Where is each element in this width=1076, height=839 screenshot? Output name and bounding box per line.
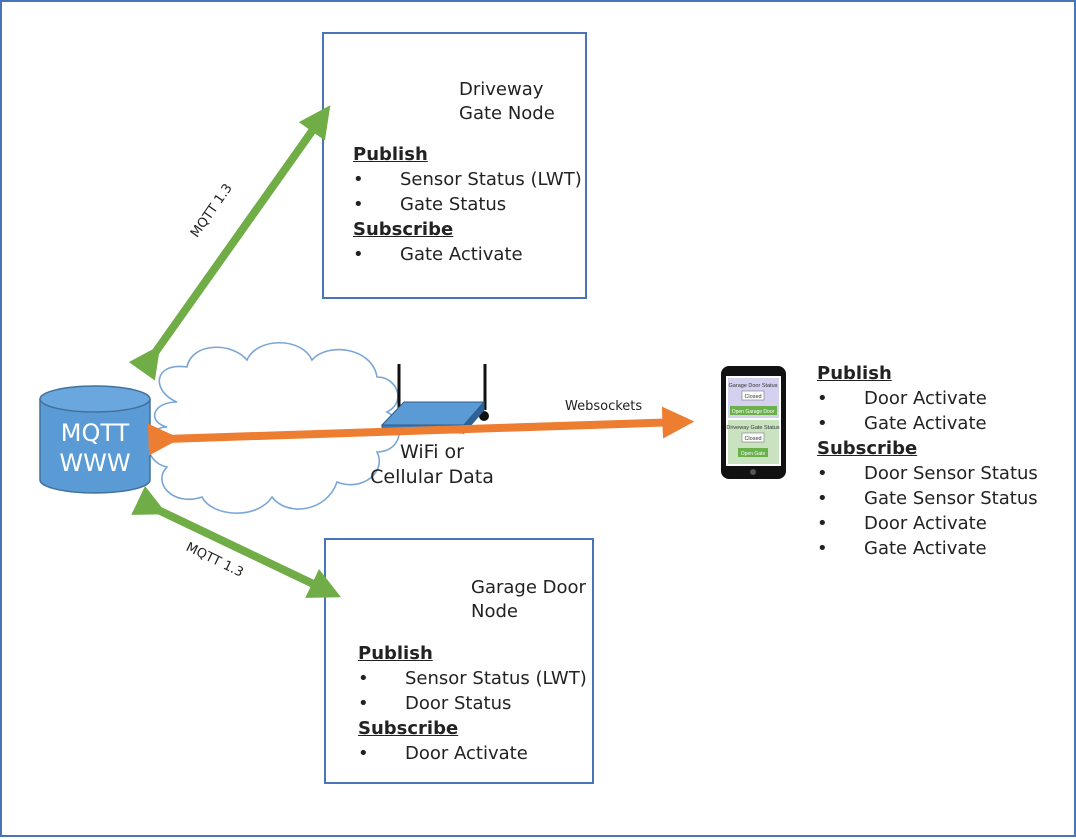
phone-open-gate-button[interactable]: Open Gate: [741, 451, 766, 457]
driveway-gate-node-box: Driveway Gate Node Publish •Sensor Statu…: [322, 32, 587, 299]
phone-subscribe-item: •Gate Activate: [817, 538, 987, 559]
websockets-arrow: [147, 406, 695, 456]
phone-subscribe-item: •Door Activate: [817, 513, 987, 534]
driveway-subscribe-heading: Subscribe: [353, 219, 454, 240]
garage-title-line2: Node: [471, 601, 518, 622]
garage-title-line1: Garage Door: [471, 577, 586, 598]
driveway-title-line2: Gate Node: [459, 103, 555, 124]
websockets-label: Websockets: [565, 399, 643, 414]
phone-gate-status-value: Closed: [744, 436, 761, 442]
phone-subscribe-heading: Subscribe: [817, 438, 918, 459]
phone-publish-item: •Gate Activate: [817, 413, 987, 434]
driveway-publish-item: •Sensor Status (LWT): [353, 169, 582, 190]
phone-icon: [721, 366, 786, 479]
driveway-title-line1: Driveway: [459, 79, 544, 100]
driveway-subscribe-item: •Gate Activate: [353, 244, 523, 265]
phone-subscribe-item: •Door Sensor Status: [817, 463, 1038, 484]
database-label-line1: MQTT: [60, 419, 130, 447]
driveway-publish-item: •Gate Status: [353, 194, 507, 215]
phone-garage-status-value: Closed: [744, 394, 761, 400]
phone-publish-item: •Door Activate: [817, 388, 987, 409]
phone-open-garage-button[interactable]: Open Garage Door: [732, 409, 775, 415]
database-label-line2: WWW: [59, 449, 131, 477]
driveway-mqtt-arrow: [128, 105, 331, 381]
garage-node-title: Garage Door Node: [471, 576, 586, 624]
garage-publish-item: •Sensor Status (LWT): [358, 668, 587, 689]
driveway-publish-heading: Publish: [353, 144, 428, 165]
phone-subscribe-item: •Gate Sensor Status: [817, 488, 1038, 509]
phone-publish-heading: Publish: [817, 363, 892, 384]
database-label: MQTT WWW: [40, 418, 150, 478]
garage-mqtt-arrow: [131, 485, 341, 598]
database-icon: [39, 385, 151, 494]
garage-subscribe-item: •Door Activate: [358, 743, 528, 764]
garage-publish-item: •Door Status: [358, 693, 512, 714]
phone-screen: Garage Door Status Closed Open Garage Do…: [726, 383, 780, 457]
driveway-node-title: Driveway Gate Node: [459, 78, 555, 126]
garage-subscribe-heading: Subscribe: [358, 718, 459, 739]
router-label-line2: Cellular Data: [370, 466, 494, 488]
phone-garage-status-label: Garage Door Status: [729, 383, 778, 389]
garage-door-node-box: Garage Door Node Publish •Sensor Status …: [324, 538, 594, 784]
garage-publish-heading: Publish: [358, 643, 433, 664]
phone-gate-status-label: Driveway Gate Status: [726, 425, 779, 431]
